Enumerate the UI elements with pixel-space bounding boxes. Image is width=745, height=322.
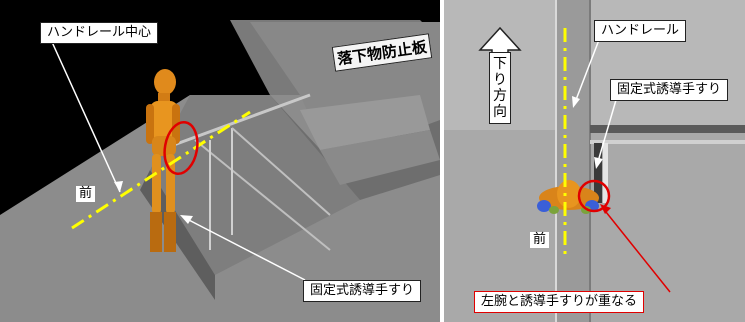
direction-label: 下り方向 [489, 52, 511, 124]
mannequin [146, 69, 180, 252]
handrail-label: ハンドレール [594, 20, 687, 42]
mannequin-top-view [537, 180, 599, 214]
front-label-left: 前 [76, 186, 96, 202]
cross-band-1 [590, 125, 745, 133]
handrail-center-label: ハンドレール中心 [40, 22, 159, 44]
fixed-guide-handrail-label-left: 固定式誘導手すり [303, 280, 422, 302]
walkway [556, 0, 590, 322]
perspective-view-panel: ハンドレール中心 落下物防止板 前 固定式誘導手すり [0, 0, 440, 322]
handrail-pointer [573, 31, 603, 106]
step-shade-2 [320, 130, 440, 185]
fixed-guide-rail-top [594, 143, 602, 203]
perspective-scene [0, 20, 440, 322]
top-view-panel: 下り方向 ハンドレール 固定式誘導手すり 前 左腕と誘導手すりが重なる [444, 0, 745, 322]
arm-overlap-highlight-top [577, 179, 611, 213]
panel-divider [440, 0, 444, 322]
handrail-center-pointer [51, 41, 121, 193]
top-view-scene [444, 0, 745, 322]
guide-rail-side [231, 127, 331, 216]
front-label-right: 前 [530, 232, 550, 248]
fixed-guide-handrail-label-right: 固定式誘導手すり [610, 79, 729, 101]
fixed-guide-handrail [194, 139, 331, 251]
cross-band-2 [590, 140, 745, 144]
handrail-center-pointer-head [114, 181, 123, 192]
arm-overlap-highlight [163, 120, 199, 176]
handrail-pointer-head [572, 96, 580, 108]
fixed-guide-handrail-pointer [184, 217, 306, 281]
overlap-pointer-head [600, 204, 611, 214]
fixed-guide-rail-inner [603, 143, 608, 203]
fixed-guide-handrail-pointer-head [180, 215, 193, 224]
fixed-guide-handrail-pointer-top [596, 99, 617, 166]
handrail-center-guide-line [71, 110, 251, 230]
raised-block [150, 95, 360, 275]
overlap-pointer [601, 206, 671, 293]
overlap-label: 左腕と誘導手すりが重なる [474, 291, 645, 313]
fixed-guide-handrail-pointer-top-head [594, 157, 603, 169]
step-shade-1 [300, 95, 430, 150]
